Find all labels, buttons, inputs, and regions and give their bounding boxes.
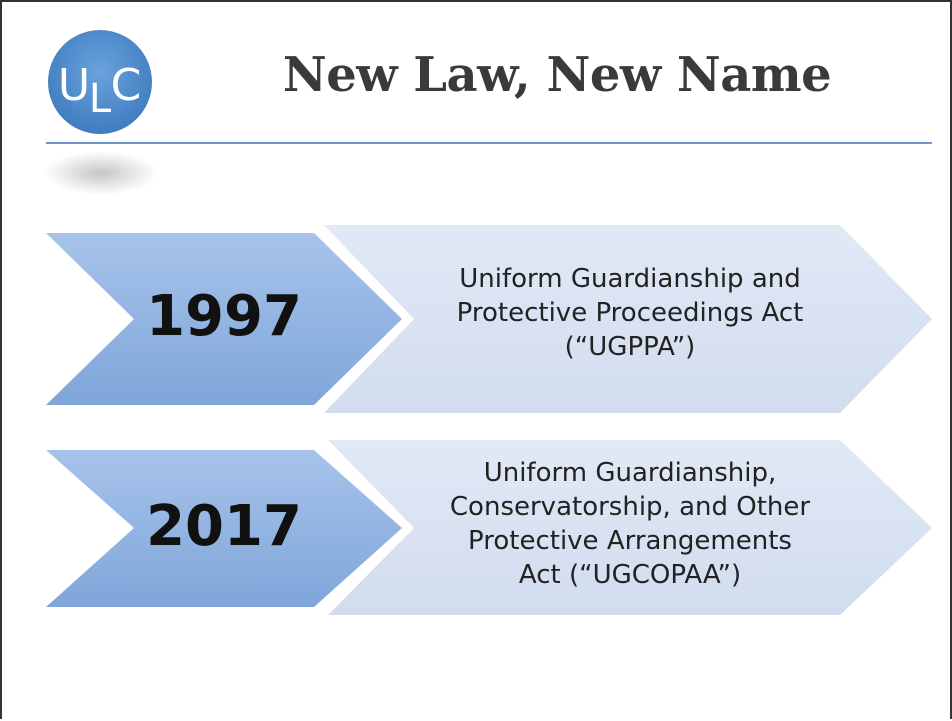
act-line: (“UGPPA”) <box>564 332 696 362</box>
act-description-1997: Uniform Guardianship and Protective Proc… <box>410 262 850 364</box>
act-line: Conservatorship, and Other <box>449 492 811 522</box>
act-line: Uniform Guardianship, <box>483 458 777 488</box>
logo-letter-u: U <box>58 60 90 111</box>
act-description-2017: Uniform Guardianship, Conservatorship, a… <box>410 456 850 592</box>
act-line: Protective Arrangements <box>468 526 792 556</box>
year-label-1997: 1997 <box>146 284 302 349</box>
chevron-dark-1997 <box>46 233 402 405</box>
year-label-2017: 2017 <box>146 494 302 559</box>
title-divider <box>46 142 932 144</box>
logo-letter-c: C <box>111 60 142 111</box>
chevron-light-2017 <box>328 440 932 615</box>
act-line: Act (“UGCOPAA”) <box>518 560 742 590</box>
page-title: New Law, New Name <box>282 47 832 103</box>
chevron-dark-2017 <box>46 450 402 607</box>
act-line: Protective Proceedings Act <box>456 298 804 328</box>
ulc-logo: U L C <box>48 30 152 134</box>
chevron-light-1997 <box>324 225 932 413</box>
decorative-shadow <box>46 152 156 194</box>
logo-letter-l: L <box>89 76 112 122</box>
act-line: Uniform Guardianship and <box>459 264 801 294</box>
